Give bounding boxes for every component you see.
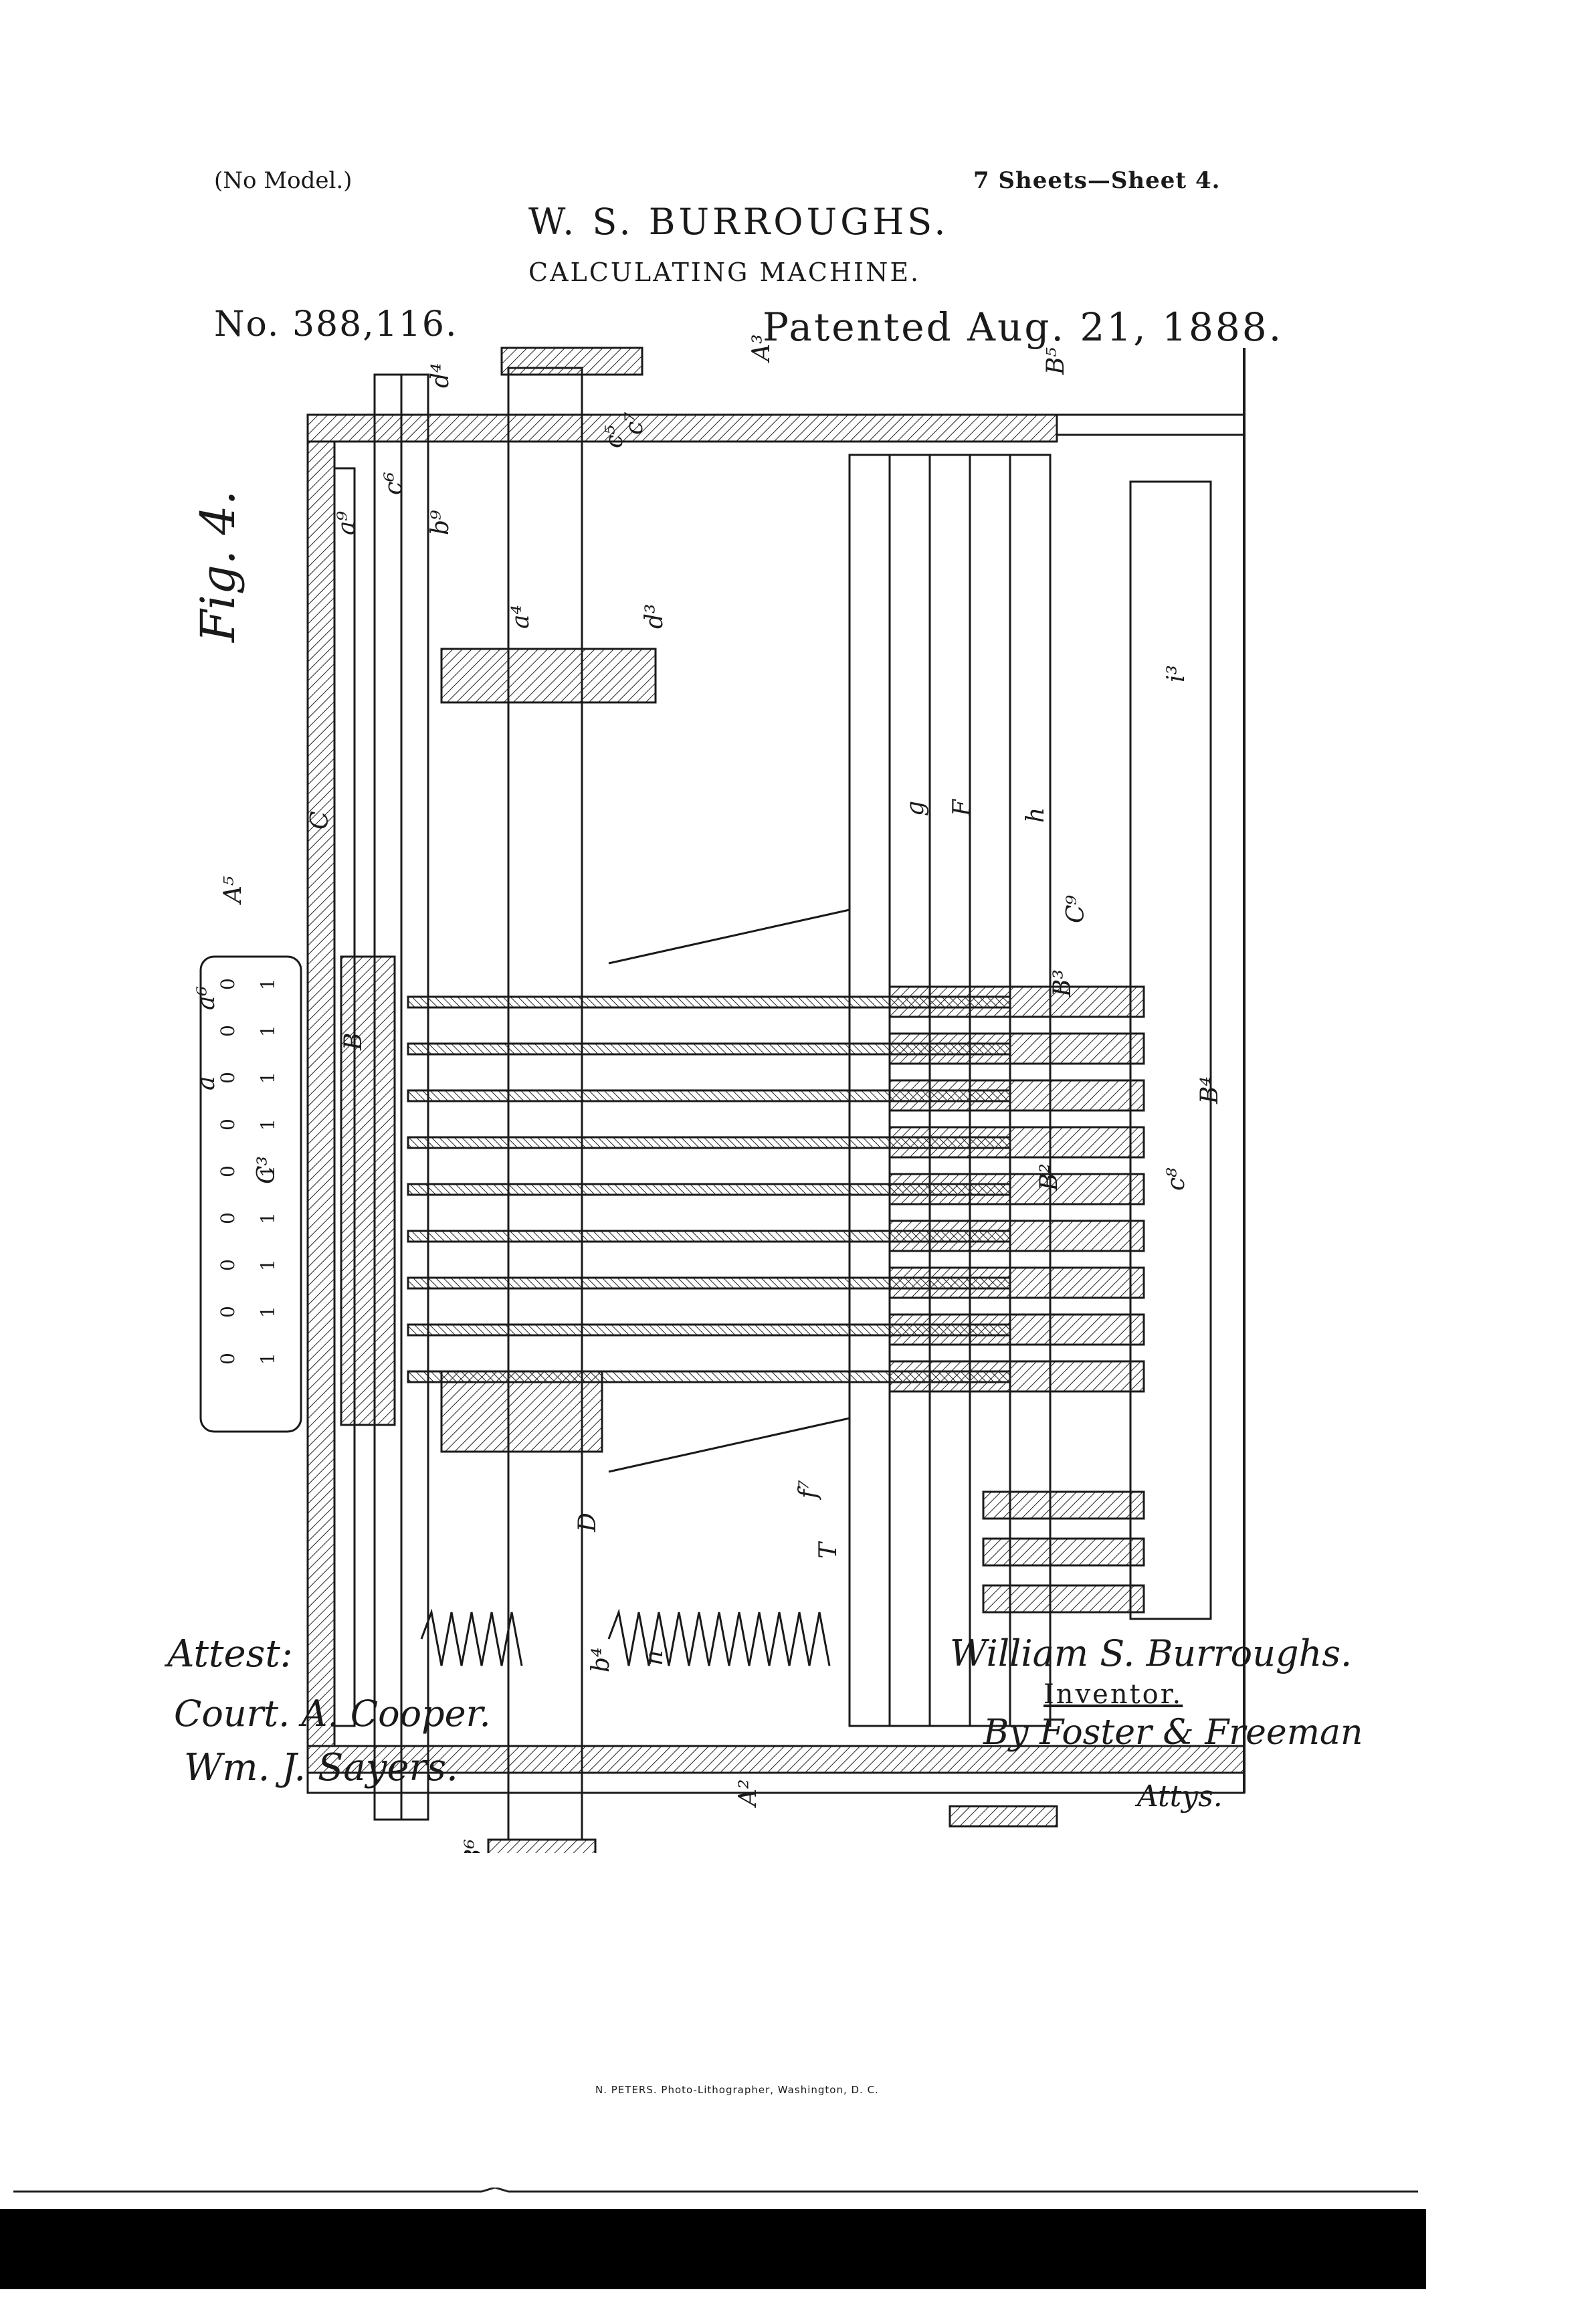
figure-ref-label: C⁹: [1062, 894, 1090, 923]
figure-ref-label: D: [574, 1513, 601, 1533]
sheet-number: 7 Sheets—Sheet 4.: [973, 167, 1221, 194]
key-housing: [199, 955, 302, 1433]
figure-ref-label: a: [193, 1076, 220, 1090]
inventor-name: W. S. BURROUGHS.: [528, 201, 949, 243]
spring-n: [607, 1608, 831, 1666]
key-digit-bottom: 1: [257, 978, 279, 990]
key-digit-bottom: 1: [257, 1119, 279, 1131]
figure-ref-label: b⁴: [587, 1648, 615, 1672]
key-digit-bottom: 1: [257, 1306, 279, 1318]
link-lower: [608, 1417, 850, 1473]
key-digit-bottom: 1: [257, 1165, 279, 1177]
figure-ref-label: A⁵: [219, 876, 247, 905]
witness-signature-1: Court. A. Cooper.: [174, 1692, 491, 1735]
figure-ref-label: c⁶: [380, 472, 407, 495]
scan-black-bar: [0, 2209, 1426, 2289]
key-digit-top: 0: [217, 1025, 239, 1037]
hub-d3: [440, 648, 657, 704]
attorneys-signature: By Foster & Freeman: [983, 1713, 1363, 1753]
attest-label: Attest:: [167, 1632, 293, 1676]
key-digit-bottom: 1: [257, 1072, 279, 1084]
shaft-base-B6: [487, 1838, 597, 1853]
key-digit-bottom: 1: [257, 1212, 279, 1224]
main-shaft-a4: [507, 367, 583, 1841]
key-digit-top: 0: [217, 1072, 239, 1084]
pedestal: [949, 1805, 1058, 1828]
figure-ref-label: B⁶: [460, 1839, 488, 1853]
figure-ref-label: c⁵: [601, 425, 628, 448]
mechanical-drawing: A³ B⁵ d⁴ d³ a⁴ b⁹ c⁶ a⁹ C B A⁵ a⁶ aC³ B³ B² B⁴ C⁹ Fg h i³ Df…: [193, 334, 1246, 1853]
figure-ref-label: A³: [748, 334, 775, 363]
key-digit-bottom: 1: [257, 1025, 279, 1037]
figure-ref-label: A²: [734, 1779, 762, 1808]
figure-ref-label: a⁶: [193, 986, 220, 1010]
figure-ref-label: T: [815, 1541, 842, 1559]
key-digit-top: 0: [217, 1119, 239, 1131]
hub-lower: [440, 1370, 603, 1453]
figure-ref-label: h: [1022, 807, 1050, 823]
key-digit-top: 0: [217, 1353, 239, 1365]
figure-ref-label: a⁴: [507, 605, 534, 629]
figure-ref-label: c⁸: [1163, 1167, 1190, 1191]
figure-ref-label: B: [340, 1033, 367, 1051]
inventor-label: Inventor.: [1043, 1679, 1183, 1710]
figure-ref-label: B⁵: [1042, 347, 1070, 375]
scan-edge-line: [13, 2188, 1418, 2193]
top-bar: [306, 413, 1058, 443]
figure-ref-label: B⁴: [1196, 1076, 1223, 1104]
patent-number: No. 388,116.: [214, 304, 458, 345]
figure-ref-label: n: [641, 1650, 668, 1666]
figure-ref-label: b⁹: [427, 510, 454, 535]
left-wall: [306, 440, 336, 1747]
key-digit-top: 0: [217, 1165, 239, 1177]
figure-ref-label: C³: [253, 1156, 280, 1184]
lithographer-credit: N. PETERS. Photo-Lithographer, Washingto…: [595, 2084, 879, 2096]
top-right-bar: [1056, 413, 1246, 436]
key-digit-top: 0: [217, 978, 239, 990]
patent-title: CALCULATING MACHINE.: [528, 258, 921, 287]
figure-ref-label: i³: [1163, 665, 1190, 682]
figure-ref-label: f⁷: [795, 1480, 822, 1500]
figure-ref-label: d³: [641, 604, 668, 629]
shaft-top-cap: [500, 347, 643, 376]
figure-ref-label: B³: [1049, 969, 1076, 997]
key-digit-bottom: 1: [257, 1259, 279, 1271]
bottom-bar: [306, 1745, 1246, 1774]
figure-ref-label: F: [949, 798, 976, 817]
no-model-label: (No Model.): [214, 167, 353, 194]
rack-B: [340, 955, 396, 1426]
figure-ref-label: a⁹: [333, 511, 361, 535]
key-digit-top: 0: [217, 1306, 239, 1318]
patent-date: Patented Aug. 21, 1888.: [763, 304, 1284, 350]
figure-ref-label: d⁴: [427, 363, 454, 388]
spring-left: [420, 1608, 523, 1666]
key-digit-top: 0: [217, 1212, 239, 1224]
attorneys-label: Attys.: [1137, 1779, 1223, 1814]
figure-ref-label: g: [902, 801, 929, 816]
figure-ref-label: B²: [1035, 1163, 1063, 1191]
key-digit-top: 0: [217, 1259, 239, 1271]
link-upper: [608, 908, 850, 965]
witness-signature-2: Wm. J. Sayers.: [184, 1746, 458, 1789]
figure-ref-label: C: [306, 811, 334, 830]
gear-plates: [888, 985, 1145, 1614]
key-digit-bottom: 1: [257, 1353, 279, 1365]
inventor-signature: William S. Burroughs.: [950, 1632, 1353, 1674]
figure-ref-label: c⁷: [621, 411, 648, 435]
